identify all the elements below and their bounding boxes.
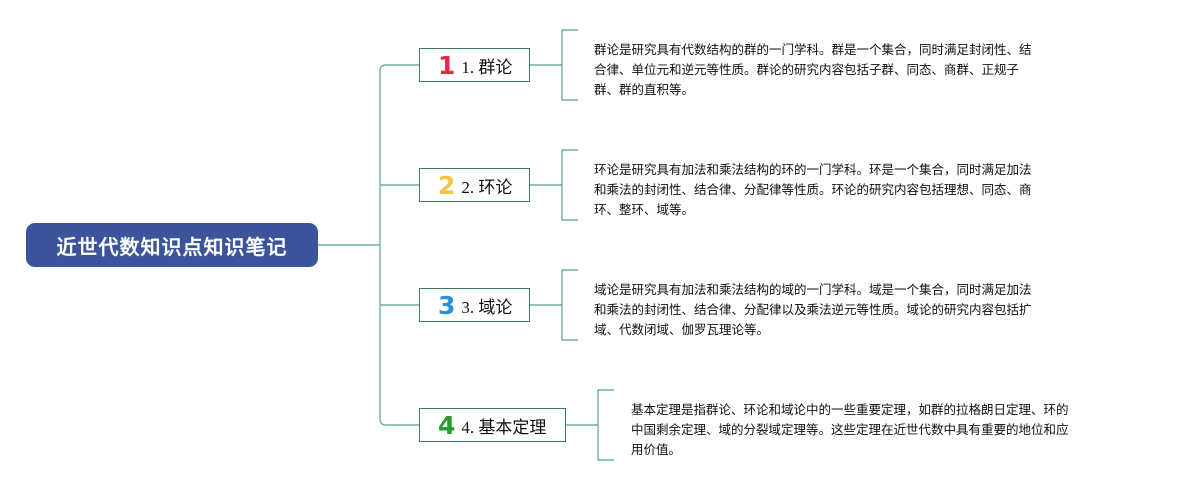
number-4-icon: 4 <box>438 410 456 440</box>
number-1-icon: 1 <box>438 50 456 80</box>
branch-label: 4. 基本定理 <box>461 417 547 437</box>
branch-label: 3. 域论 <box>461 297 513 317</box>
branch-description: 环论是研究具有加法和乘法结构的环的一门学科。环是一个集合，同时满足加法 和乘法的… <box>594 162 1032 217</box>
branch-label: 1. 群论 <box>461 57 513 77</box>
desc-3-bracket <box>561 269 578 341</box>
branch-description: 群论是研究具有代数结构的群的一门学科。群是一个集合，同时满足封闭性、结 合律、单… <box>594 42 1032 97</box>
root-topic-label: 近世代数知识点知识笔记 <box>56 234 288 259</box>
branch-field-theory[interactable]: 3 3. 域论 <box>419 288 530 322</box>
trunk-connector <box>379 64 419 426</box>
desc-2-bracket <box>561 149 578 221</box>
desc-1-bracket <box>561 29 578 101</box>
root-topic[interactable]: 近世代数知识点知识笔记 <box>26 223 318 267</box>
number-2-icon: 2 <box>438 170 456 200</box>
number-3-icon: 3 <box>438 290 456 320</box>
branch-description: 域论是研究具有加法和乘法结构的域的一门学科。域是一个集合，同时满足加法 和乘法的… <box>594 282 1032 337</box>
branch-group-theory[interactable]: 1 1. 群论 <box>419 48 530 82</box>
branch-fundamental-theorems[interactable]: 4 4. 基本定理 <box>419 408 566 442</box>
branch-label: 2. 环论 <box>461 177 513 197</box>
branch-description: 基本定理是指群论、环论和域论中的一些重要定理，如群的拉格朗日定理、环的 中国剩余… <box>631 402 1069 457</box>
branch-ring-theory[interactable]: 2 2. 环论 <box>419 168 530 202</box>
desc-4-bracket <box>597 389 614 461</box>
